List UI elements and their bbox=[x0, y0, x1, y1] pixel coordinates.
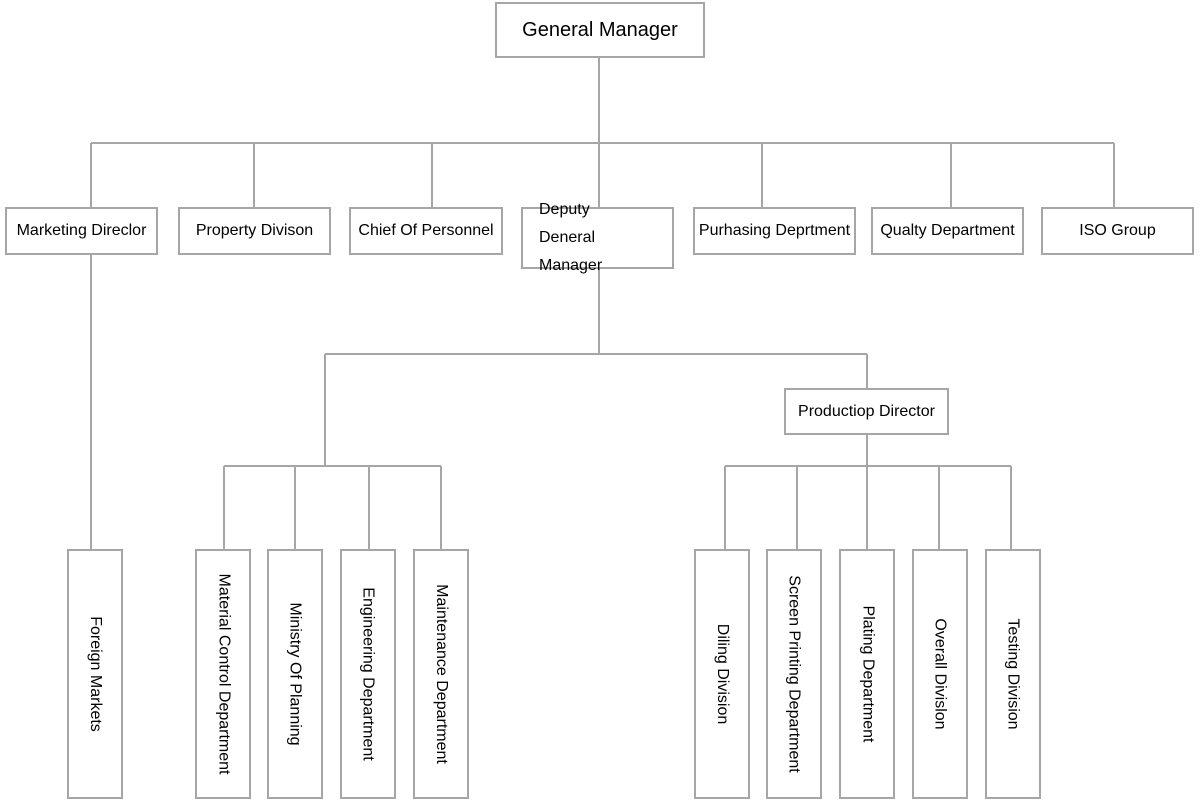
node-label: Plating Department bbox=[859, 605, 876, 743]
node-label: Testing Division bbox=[1005, 618, 1022, 730]
node-label: Marketing Direclor bbox=[16, 222, 147, 239]
property-division-box: Property Divison bbox=[178, 207, 331, 255]
foreign-markets-box: Foreign Markets bbox=[67, 549, 123, 799]
node-label: Qualty Department bbox=[880, 222, 1015, 239]
node-label: Diling Division bbox=[714, 623, 732, 725]
node-label: ISO Group bbox=[1079, 222, 1156, 239]
testing-division-box: Testing Division bbox=[985, 549, 1041, 799]
node-label: Property Divison bbox=[195, 222, 314, 239]
maintenance-department-box: Maintenance Department bbox=[413, 549, 469, 799]
deputy-general-manager-box: Deputy Deneral Manager bbox=[521, 201, 674, 274]
iso-group-box: ISO Group bbox=[1041, 207, 1194, 255]
overall-division-box: Overall Divislon bbox=[912, 549, 968, 799]
node-label: Purhasing Deprtment bbox=[698, 222, 851, 239]
screen-printing-department-box: Screen Printing Department bbox=[766, 549, 822, 799]
node-label: Chief Of Personnel bbox=[358, 222, 494, 239]
node-label: Screen Printing Department bbox=[786, 575, 803, 773]
node-label: Deputy Deneral Manager bbox=[539, 201, 603, 274]
chief-of-personnel-box: Chief Of Personnel bbox=[349, 207, 503, 255]
diling-division-box: Diling Division bbox=[694, 549, 750, 799]
marketing-director-box: Marketing Direclor bbox=[5, 207, 158, 255]
general-manager-box: General Manager bbox=[495, 2, 705, 58]
quality-department-box: Qualty Department bbox=[871, 207, 1024, 255]
node-label: Overall Divislon bbox=[932, 618, 950, 730]
node-label: Material Control Department bbox=[215, 573, 232, 775]
node-label: Maintenance Department bbox=[433, 584, 450, 764]
engineering-department-box: Engineering Department bbox=[340, 549, 396, 799]
node-label: Productiop Director bbox=[798, 402, 935, 420]
material-control-department-box: Material Control Department bbox=[195, 549, 251, 799]
node-label: Ministry Of Planning bbox=[287, 602, 305, 746]
node-label: Engineering Department bbox=[360, 587, 377, 761]
node-label: Foreign Markets bbox=[87, 616, 104, 732]
purchasing-department-box: Purhasing Deprtment bbox=[693, 207, 856, 255]
production-director-box: Productiop Director bbox=[784, 388, 949, 435]
plating-department-box: Plating Department bbox=[839, 549, 895, 799]
ministry-of-planning-box: Ministry Of Planning bbox=[267, 549, 323, 799]
node-label: General Manager bbox=[522, 19, 678, 41]
